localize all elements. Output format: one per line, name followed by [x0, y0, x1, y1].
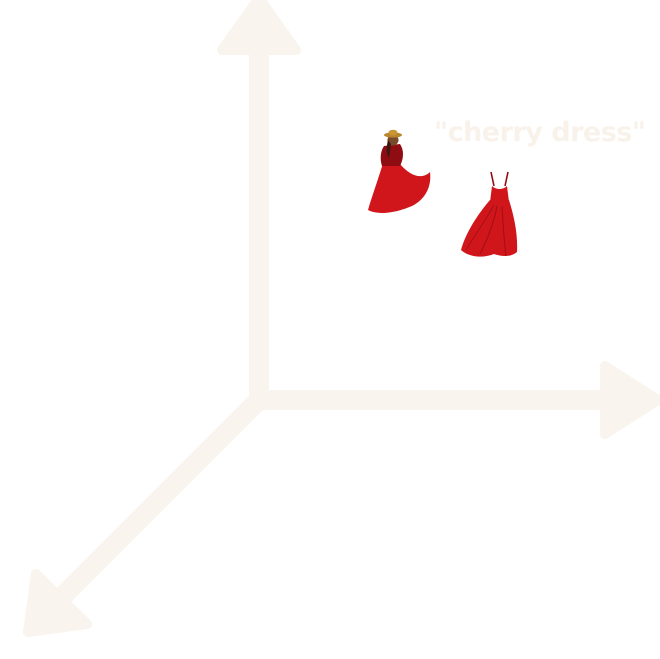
- woman-in-red-dress-icon: [368, 129, 431, 213]
- axes: [23, 0, 660, 637]
- y-axis-arrowhead: [217, 0, 301, 55]
- x-axis-arrowhead: [600, 361, 660, 439]
- query-label: "cherry dress": [434, 117, 645, 148]
- red-dress-icon: [461, 171, 518, 257]
- z-axis-arrowhead: [23, 569, 92, 637]
- z-axis-line: [52, 390, 269, 607]
